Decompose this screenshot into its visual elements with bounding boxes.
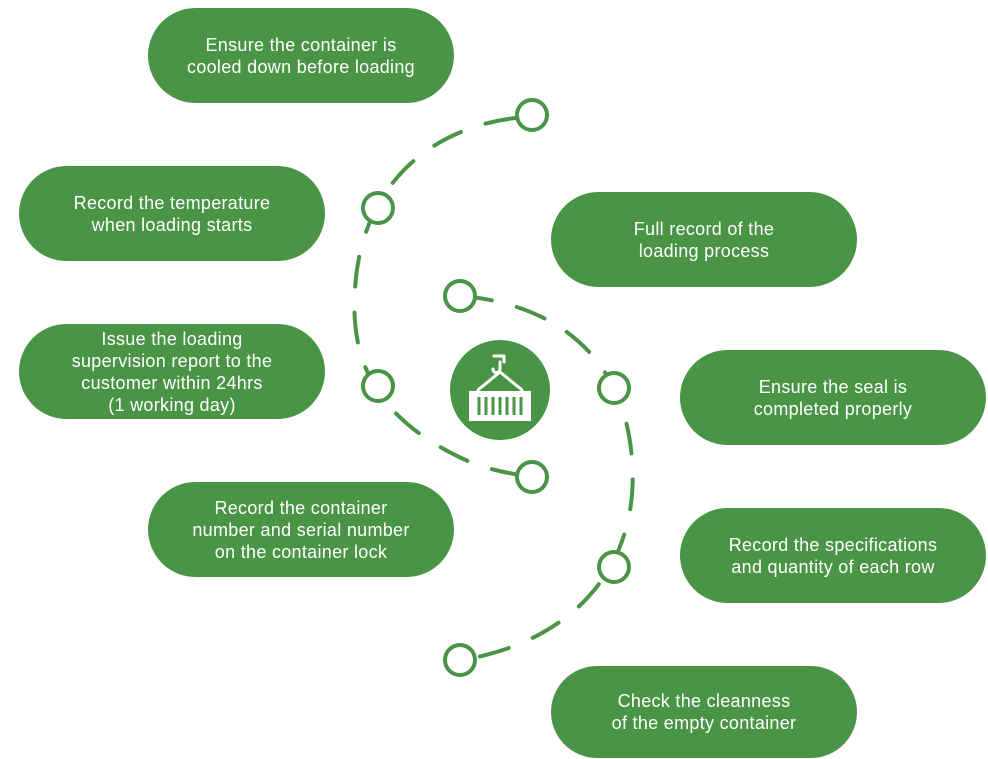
step-pill-full-record: Full record of the loading process bbox=[551, 192, 857, 287]
step-pill-container-number: Record the container number and serial n… bbox=[148, 482, 454, 577]
node-circle bbox=[515, 98, 549, 132]
node-circle bbox=[515, 460, 549, 494]
node-circle bbox=[361, 369, 395, 403]
step-text: Check the cleanness of the empty contain… bbox=[611, 691, 797, 733]
step-text: Issue the loading supervision report to … bbox=[71, 328, 273, 415]
step-text: Record the specifications and quantity o… bbox=[728, 534, 938, 577]
outer-dashed-arc bbox=[352, 116, 534, 479]
step-text: Ensure the container is cooled down befo… bbox=[187, 34, 415, 77]
node-circle bbox=[443, 279, 477, 313]
node-circle bbox=[361, 191, 395, 225]
step-pill-temperature: Record the temperature when loading star… bbox=[19, 166, 325, 261]
inner-dashed-arc bbox=[460, 294, 635, 662]
step-pill-cleanness: Check the cleanness of the empty contain… bbox=[551, 666, 857, 758]
node-circle bbox=[443, 643, 477, 677]
step-pill-report: Issue the loading supervision report to … bbox=[19, 324, 325, 419]
node-circle bbox=[597, 550, 631, 584]
step-text: Full record of the loading process bbox=[633, 218, 775, 261]
node-circle bbox=[597, 371, 631, 405]
step-text: Record the temperature when loading star… bbox=[73, 192, 271, 235]
step-pill-seal: Ensure the seal is completed properly bbox=[680, 350, 986, 445]
shipping-container-crane-icon bbox=[450, 340, 550, 440]
step-pill-cooled: Ensure the container is cooled down befo… bbox=[148, 8, 454, 103]
step-text: Record the container number and serial n… bbox=[192, 497, 410, 562]
step-text: Ensure the seal is completed properly bbox=[753, 376, 913, 419]
step-pill-specifications: Record the specifications and quantity o… bbox=[680, 508, 986, 603]
